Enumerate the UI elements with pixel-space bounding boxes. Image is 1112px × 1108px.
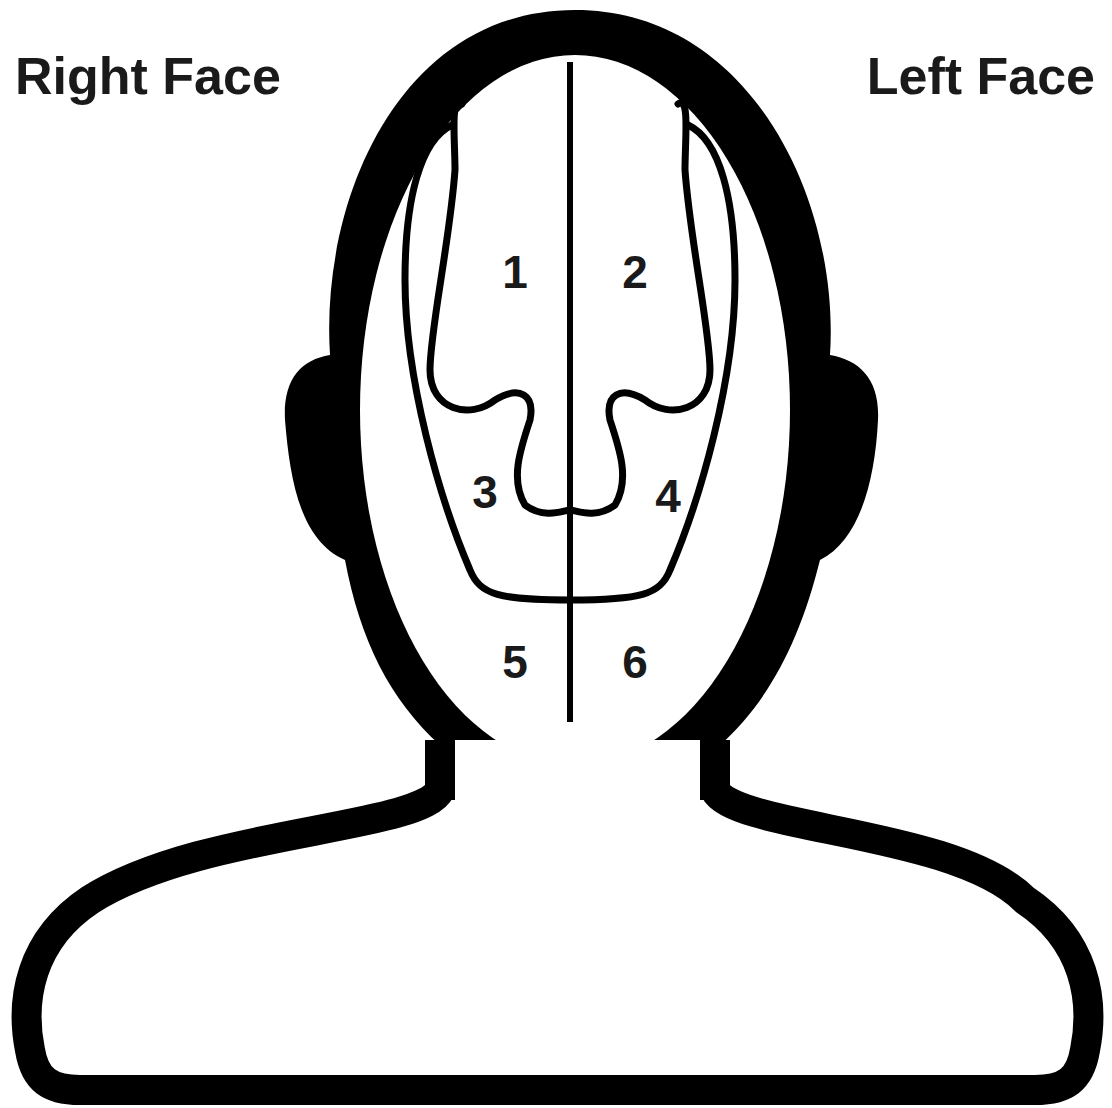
- region-boundary: [570, 125, 735, 600]
- region-number: 6: [622, 639, 648, 685]
- side-label: Left Face: [867, 50, 1095, 102]
- region-boundary: [570, 103, 710, 513]
- head-outline: [285, 10, 878, 800]
- region-number: 2: [622, 249, 648, 295]
- midline: [567, 62, 573, 722]
- region-boundary: [405, 125, 570, 600]
- region-number: 3: [472, 469, 498, 515]
- region-number: 1: [502, 249, 528, 295]
- region-boundary: [430, 103, 570, 513]
- region-number: 5: [502, 639, 528, 685]
- face-area: [360, 55, 790, 765]
- neck-area: [455, 740, 700, 810]
- side-label: Right Face: [15, 50, 281, 102]
- region-number: 4: [655, 473, 681, 519]
- body-outline: [27, 740, 1089, 1090]
